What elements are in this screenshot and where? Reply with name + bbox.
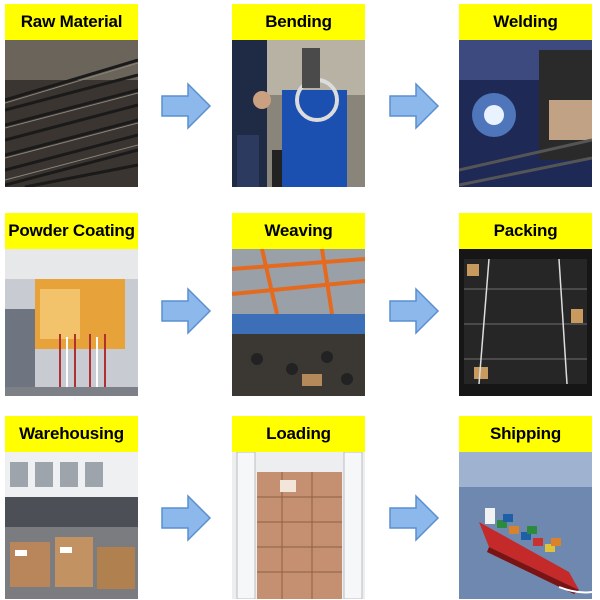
powder-coating-photo [5,249,138,396]
step-label: Loading [232,416,365,452]
shipping-photo [459,452,592,599]
step-label: Bending [232,4,365,40]
step-label: Packing [459,213,592,249]
loading-photo [232,452,365,599]
step-raw-material: Raw Material [5,4,138,187]
step-loading: Loading [232,416,365,599]
step-powder-coating: Powder Coating [5,213,138,396]
raw-material-photo [5,40,138,187]
step-bending: Bending [232,4,365,187]
step-shipping: Shipping [459,416,592,599]
step-welding: Welding [459,4,592,187]
bending-photo [232,40,365,187]
step-label: Powder Coating [5,213,138,249]
weaving-photo [232,249,365,396]
arrow-right-icon [160,287,212,335]
packing-photo [459,249,592,396]
arrow-right-icon [388,494,440,542]
step-label: Warehousing [5,416,138,452]
step-label: Raw Material [5,4,138,40]
step-label: Weaving [232,213,365,249]
step-packing: Packing [459,213,592,396]
step-weaving: Weaving [232,213,365,396]
step-label: Shipping [459,416,592,452]
arrow-right-icon [388,82,440,130]
arrow-right-icon [388,287,440,335]
step-warehousing: Warehousing [5,416,138,599]
welding-photo [459,40,592,187]
warehousing-photo [5,452,138,599]
arrow-right-icon [160,82,212,130]
arrow-right-icon [160,494,212,542]
step-label: Welding [459,4,592,40]
